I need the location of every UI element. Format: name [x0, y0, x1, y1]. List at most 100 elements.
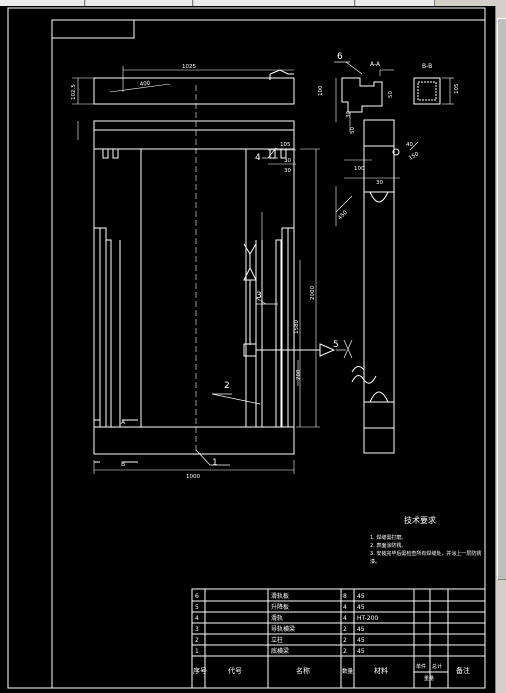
bom-header: 序号 代号 名称 数量 材料 单件 总计 重量 备注	[193, 663, 470, 682]
callout-6: 6	[337, 52, 343, 62]
bom-rows: 6 滑轨板 8 45 5 升降板 4 45 4 滑轨 4 HT-200 3 导轨…	[195, 592, 378, 655]
tech-requirement-item: 3. 安装完毕后需检查所有焊缝处，并涂上一层防锈漆。	[370, 551, 482, 565]
callout-leaders	[195, 61, 363, 466]
bom-material: 45	[357, 637, 365, 644]
scrollbar-thumb[interactable]	[497, 18, 506, 580]
tech-requirement-item: 1. 焊缝需打磨。	[370, 535, 407, 541]
section-bb-profile	[413, 77, 441, 105]
bom-qty: 4	[343, 615, 347, 622]
dim-sec-50b: 50	[350, 127, 356, 134]
bom-row: 2 立柱 2 45	[195, 636, 365, 644]
bom-material: 45	[357, 593, 365, 600]
bom-qty: 2	[343, 626, 347, 633]
title-tag-box	[51, 19, 135, 39]
bom-seq: 6	[195, 593, 199, 600]
dim-side-450: 450	[337, 209, 349, 221]
dim-side-100: 100	[354, 166, 365, 172]
bom-name: 滑轨	[271, 614, 283, 622]
bom-seq: 1	[195, 648, 199, 655]
dim-sec-105: 105	[454, 83, 460, 94]
tech-requirement-item: 2. 表面涂防锈。	[370, 543, 407, 549]
dim-right-small: 105	[280, 142, 291, 148]
bom-row: 1 底横梁 2 45	[195, 647, 365, 655]
bom-name: 导轨横梁	[271, 625, 295, 633]
bom-row: 3 导轨横梁 2 45	[195, 625, 365, 633]
dim-side-40: 40	[406, 142, 413, 148]
toolbar-strip	[0, 0, 506, 6]
bom-name: 滑轨板	[271, 592, 289, 600]
bom-row: 4 滑轨 4 HT-200	[195, 614, 378, 622]
bom-header-weight: 重量	[424, 675, 434, 682]
front-dimensions	[72, 66, 320, 474]
bom-header-total: 总计	[432, 663, 442, 670]
bom-header-code: 代号	[228, 666, 242, 675]
callout-2: 2	[224, 381, 230, 391]
front-view	[93, 69, 336, 463]
side-view	[335, 119, 419, 454]
dim-left-height: 102.5	[71, 84, 77, 100]
bom-header-material: 材料	[374, 666, 388, 675]
bom-header-unit: 单件	[416, 663, 426, 670]
section-bb	[413, 77, 454, 105]
dim-sec-30: 30	[346, 111, 352, 118]
bom-name: 底横梁	[271, 647, 289, 655]
drawing-frame	[51, 19, 486, 689]
dim-small-a: 30	[284, 158, 291, 164]
bom-header-seq: 序号	[193, 666, 207, 675]
main-frame	[93, 148, 295, 428]
dim-top-width: 1025	[182, 64, 196, 70]
bom-table	[191, 588, 486, 689]
bom-qty: 8	[343, 593, 347, 600]
dim-side-150: 150	[408, 151, 421, 162]
bom-seq: 2	[195, 637, 199, 644]
callout-5: 5	[333, 340, 339, 350]
bom-row: 6 滑轨板 8 45	[195, 592, 365, 600]
upper-crossbeam	[93, 120, 295, 150]
bom-header-remark: 备注	[456, 666, 470, 675]
dim-height-1580: 1580	[294, 320, 300, 334]
bom-header-qty: 数量	[342, 667, 354, 675]
section-b-mark: B	[121, 461, 125, 468]
bom-material: HT-200	[357, 615, 378, 622]
callout-3: 3	[256, 291, 262, 301]
callout-1: 1	[212, 458, 218, 468]
dim-height-200: 200	[296, 369, 302, 380]
dim-sec-50: 50	[388, 91, 394, 98]
section-aa	[335, 69, 394, 132]
bom-name: 立柱	[271, 636, 283, 644]
bom-seq: 3	[195, 626, 199, 633]
dim-bottom-width: 1000	[186, 474, 200, 480]
base-beam	[93, 426, 295, 455]
bom-qty: 4	[343, 604, 347, 611]
tech-requirements-list: 1. 焊缝需打磨。 2. 表面涂防锈。 3. 安装完毕后需检查所有焊缝处，并涂上…	[370, 534, 482, 566]
dim-height-2000: 2000	[310, 286, 316, 300]
bom-material: 45	[357, 626, 365, 633]
bom-name: 升降板	[271, 603, 289, 611]
dim-sec-100: 100	[318, 85, 324, 96]
tech-requirements-title: 技术要求	[404, 515, 436, 525]
bom-material: 45	[357, 604, 365, 611]
bom-header-name: 名称	[296, 666, 310, 675]
top-beam	[93, 77, 295, 105]
dim-top-half: 400	[139, 81, 151, 88]
bom-row: 5 升降板 4 45	[195, 603, 365, 611]
vertical-scrollbar[interactable]	[495, 6, 506, 693]
section-a-mark: A	[121, 419, 126, 426]
section-aa-label: A-A	[370, 61, 381, 68]
bom-qty: 2	[343, 648, 347, 655]
bom-material: 45	[357, 648, 365, 655]
toolbar-tab[interactable]	[194, 0, 355, 6]
toolbar-tab[interactable]	[0, 0, 85, 6]
section-bb-label: B-B	[422, 63, 432, 70]
dim-side-30: 30	[376, 180, 383, 186]
bom-seq: 4	[195, 615, 199, 622]
toolbar-tab[interactable]	[86, 0, 193, 6]
callout-4: 4	[255, 153, 261, 163]
dim-small-b: 30	[284, 168, 291, 174]
bom-qty: 2	[343, 637, 347, 644]
side-column	[363, 119, 395, 454]
toolbar-tab[interactable]	[356, 0, 435, 6]
bom-seq: 5	[195, 604, 199, 611]
